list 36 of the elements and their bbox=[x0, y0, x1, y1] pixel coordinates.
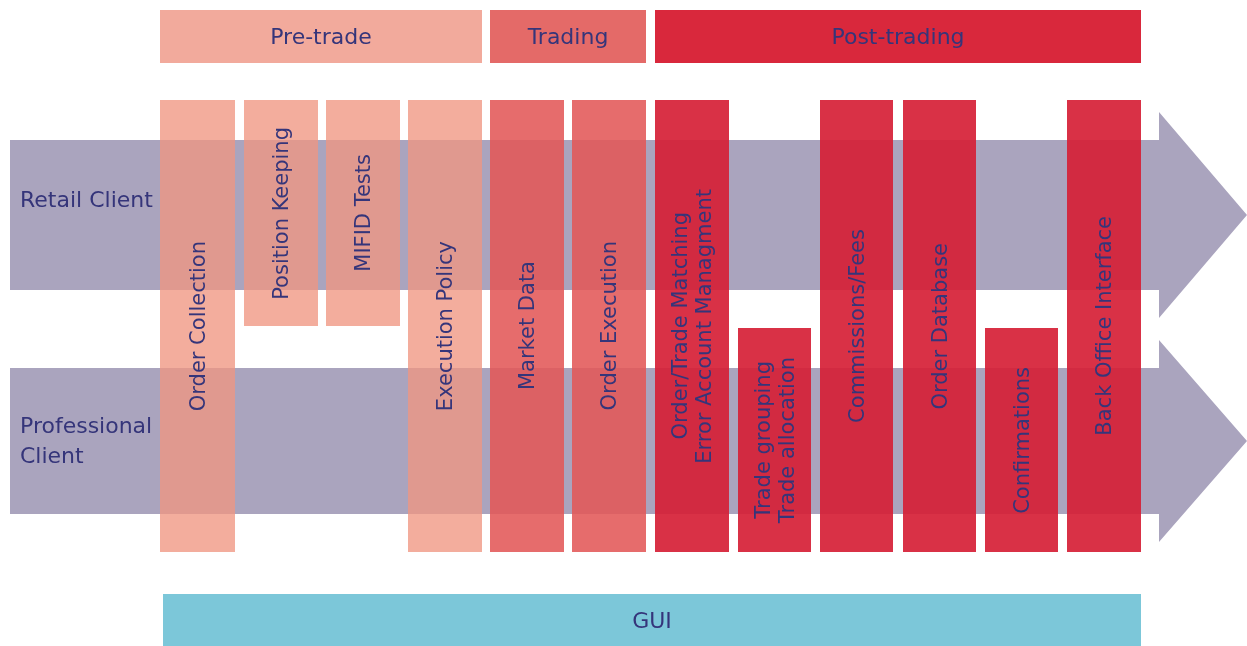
stage-column bbox=[903, 100, 976, 552]
stage-column bbox=[490, 100, 564, 552]
column-label: Back Office Interface bbox=[1092, 216, 1116, 436]
phase-band bbox=[160, 10, 482, 63]
column-label: Confirmations bbox=[1009, 366, 1034, 514]
stage-column bbox=[572, 100, 646, 552]
column-label: Error Account Managment bbox=[692, 188, 716, 464]
stage-column bbox=[820, 100, 893, 552]
stage-column bbox=[655, 100, 729, 552]
client-label: Retail Client bbox=[20, 186, 154, 214]
band-label: Post-trading bbox=[831, 24, 965, 49]
column-label: Order Collection bbox=[185, 240, 210, 412]
stage-column bbox=[738, 328, 811, 552]
stage-column bbox=[160, 100, 235, 552]
column-label: Position Keeping bbox=[269, 126, 293, 300]
column-label: Order Execution bbox=[597, 241, 621, 411]
phase-band bbox=[655, 10, 1141, 63]
band-label: Trading bbox=[527, 24, 609, 49]
column-label: Trade allocation bbox=[774, 356, 799, 524]
stage-column bbox=[326, 100, 400, 326]
stage-column bbox=[1067, 100, 1141, 552]
band-label: Pre-trade bbox=[270, 24, 372, 49]
stage-column bbox=[244, 100, 318, 326]
client-label: Professional Client bbox=[20, 412, 154, 470]
stage-column bbox=[408, 100, 482, 552]
band-label: GUI bbox=[632, 607, 672, 633]
column-label: MIFID Tests bbox=[351, 154, 375, 272]
stage-column bbox=[985, 328, 1058, 552]
column-label: Execution Policy bbox=[433, 240, 457, 412]
phase-band bbox=[490, 10, 646, 63]
column-label: Commissions/Fees bbox=[844, 229, 869, 423]
interface-bar bbox=[163, 594, 1141, 646]
column-label: Market Data bbox=[515, 261, 539, 391]
column-label: Order/Trade Matching bbox=[668, 212, 692, 440]
column-label: Trade grouping bbox=[750, 361, 775, 519]
column-label: Order Database bbox=[927, 242, 952, 410]
